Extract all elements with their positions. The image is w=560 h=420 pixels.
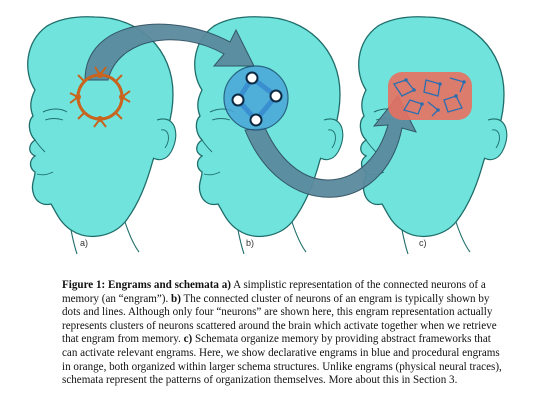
caption-b-text: The connected cluster of neurons of an e… (62, 292, 497, 346)
engrams-schemata-figure (27, 16, 508, 255)
caption-a-text: A simplistic representation of the conne… (62, 279, 486, 305)
caption-a-label: a) (221, 279, 231, 291)
engram-diagram-icon (223, 65, 289, 131)
arrow-a-to-b (84, 23, 255, 81)
panel-label-a: a) (80, 238, 89, 248)
figure-caption: Figure 1: Engrams and schemata a) A simp… (62, 279, 502, 388)
engram-orange-icon (69, 66, 131, 128)
caption-b-label: b) (171, 292, 181, 305)
caption-c-label: c) (183, 333, 193, 346)
arrow-b-to-c (244, 95, 417, 198)
head-c (358, 16, 508, 255)
caption-c-text: Schemata organize memory by providing ab… (62, 333, 502, 387)
panel-label-c: c) (419, 238, 427, 248)
caption-figure-label: Figure 1: Engrams and schemata (62, 279, 219, 291)
schemata-icon (388, 72, 472, 120)
panel-label-b: b) (246, 238, 255, 248)
